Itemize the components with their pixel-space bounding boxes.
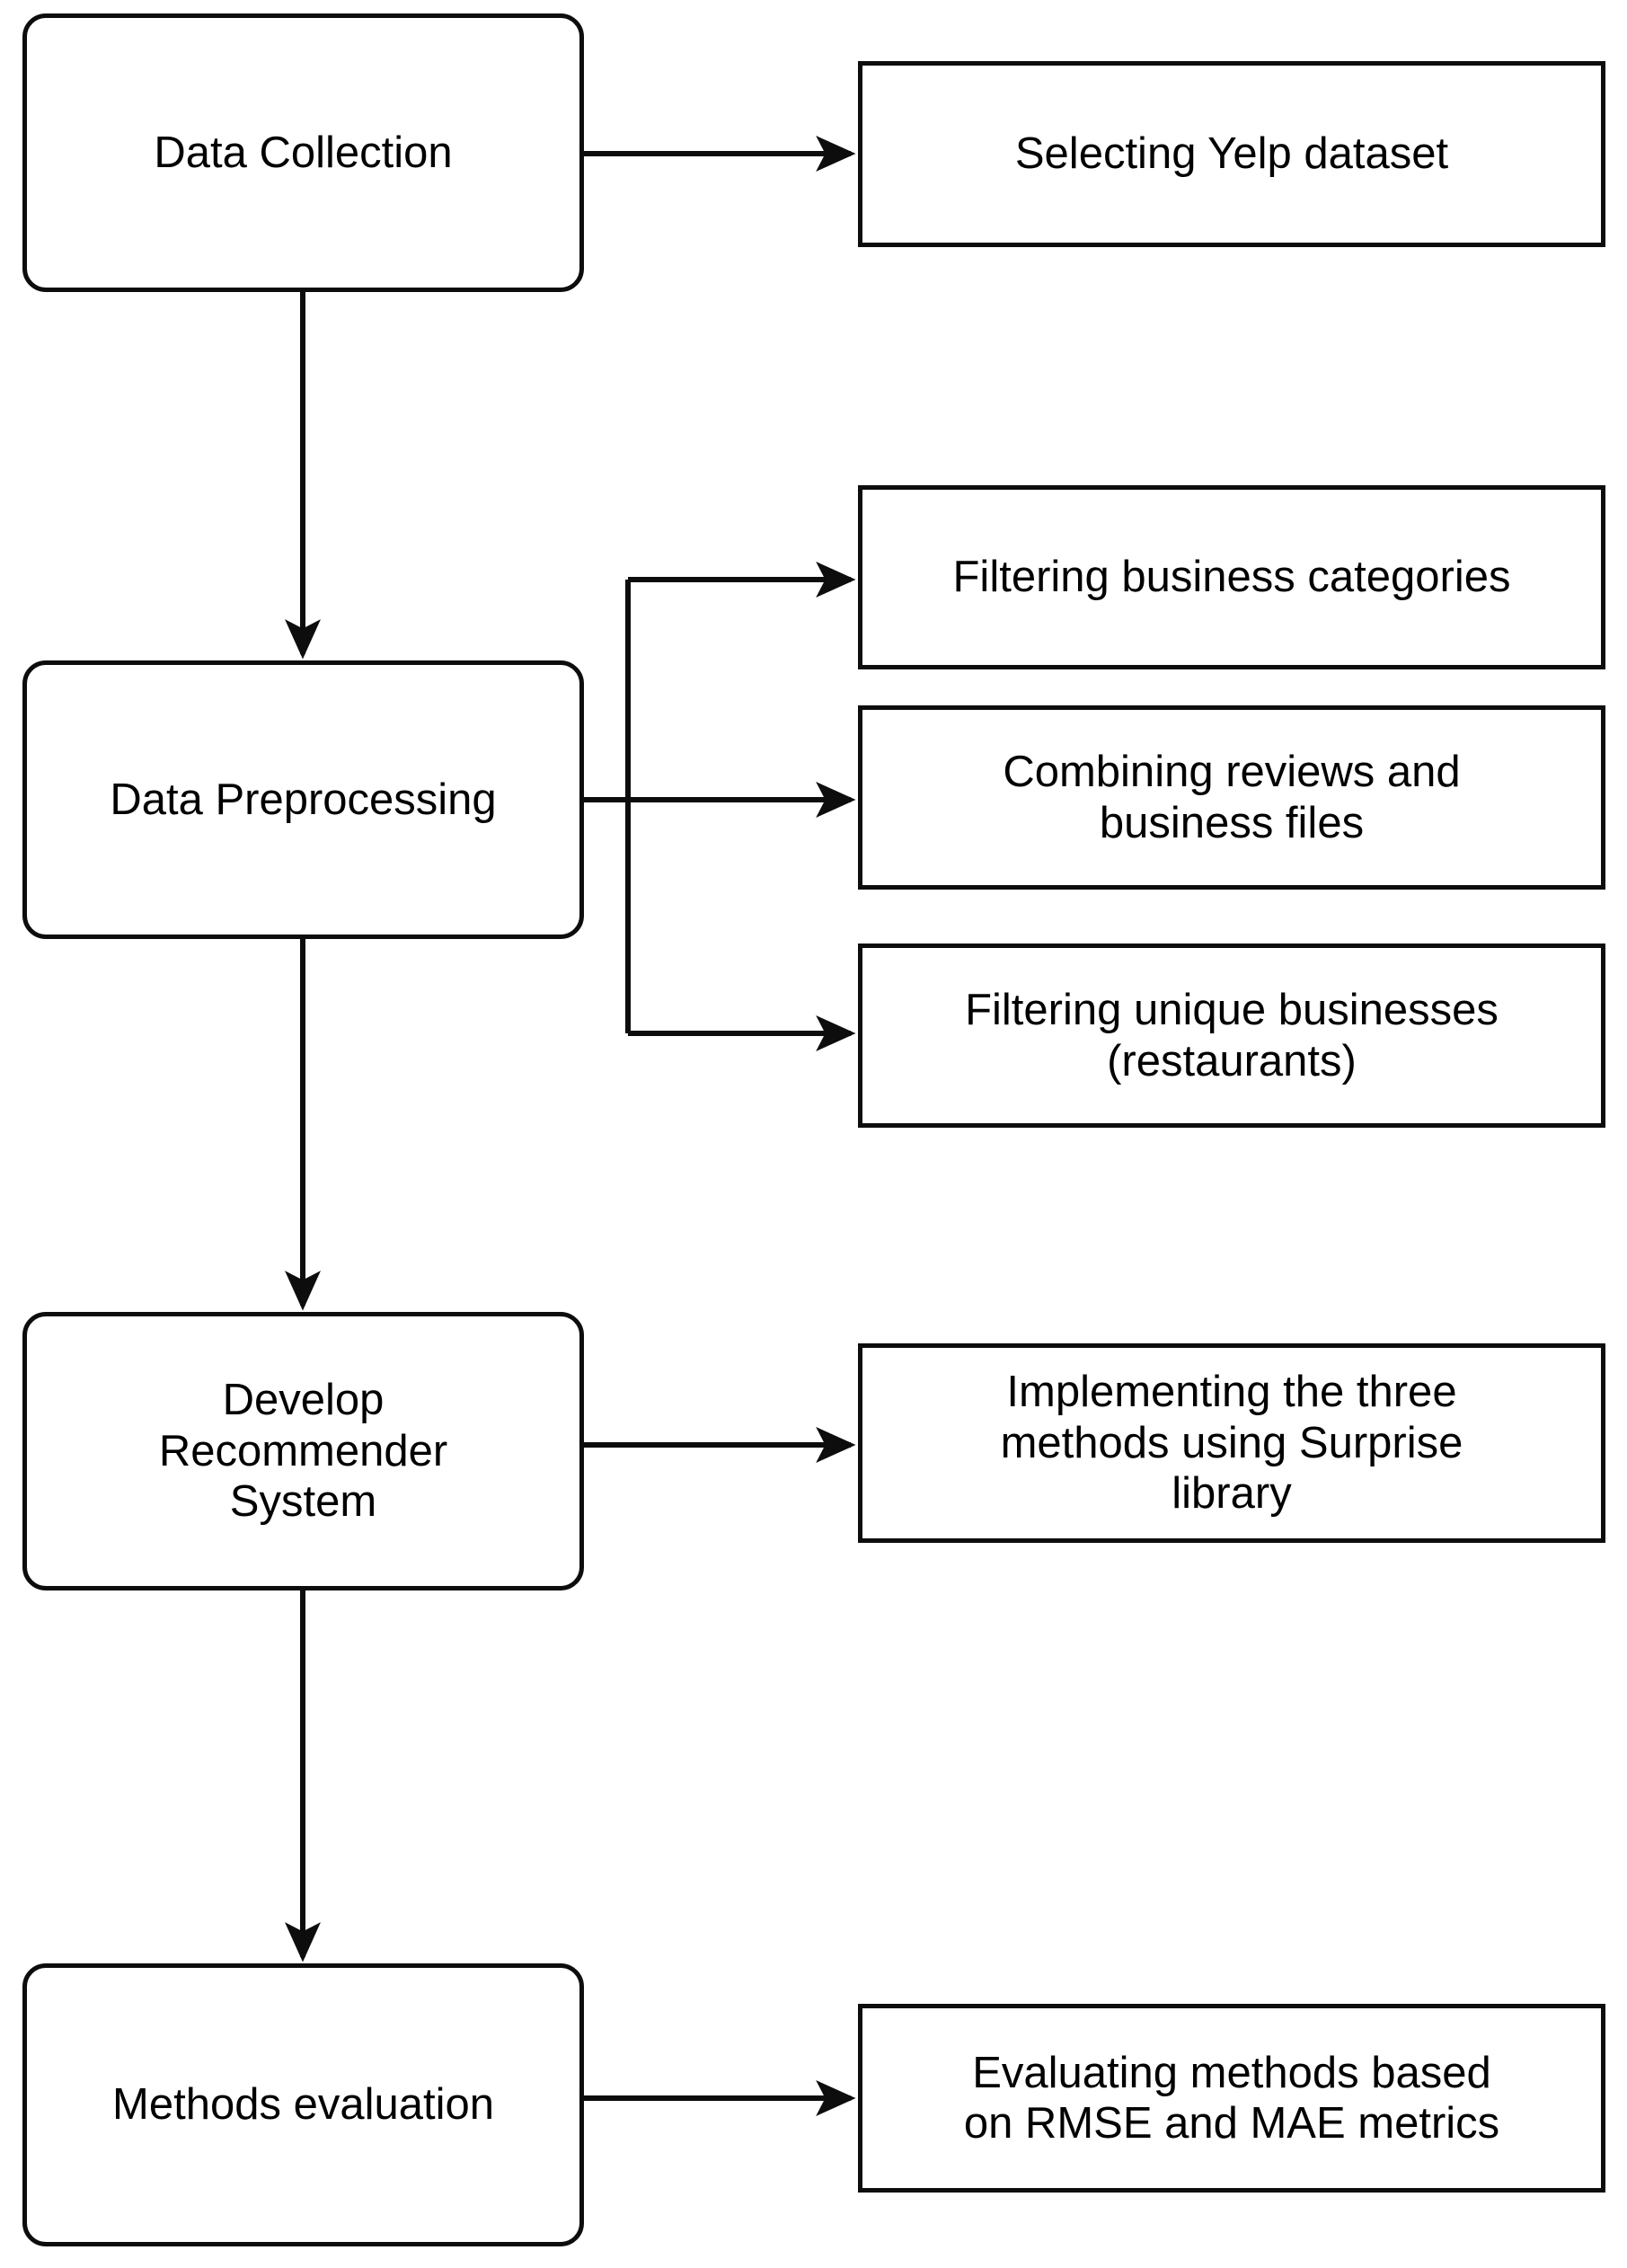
node-data-collection[interactable]: Data Collection bbox=[22, 13, 584, 292]
node-combining-reviews-and-business-files-label: Combining reviews and business files bbox=[1003, 748, 1461, 847]
node-selecting-yelp-dataset-label: Selecting Yelp dataset bbox=[1014, 129, 1449, 179]
node-evaluating-methods-metrics[interactable]: Evaluating methods based on RMSE and MAE… bbox=[858, 2004, 1605, 2193]
node-methods-evaluation-label: Methods evaluation bbox=[112, 2080, 494, 2130]
node-filtering-business-categories-label: Filtering business categories bbox=[952, 553, 1511, 602]
node-data-preprocessing-label: Data Preprocessing bbox=[110, 775, 497, 824]
node-data-preprocessing[interactable]: Data Preprocessing bbox=[22, 660, 584, 939]
node-implementing-three-methods[interactable]: Implementing the three methods using Sur… bbox=[858, 1343, 1605, 1543]
node-combining-reviews-and-business-files[interactable]: Combining reviews and business files bbox=[858, 705, 1605, 890]
node-evaluating-methods-metrics-label: Evaluating methods based on RMSE and MAE… bbox=[963, 2048, 1500, 2148]
node-implementing-three-methods-label: Implementing the three methods using Sur… bbox=[1000, 1368, 1463, 1519]
node-filtering-unique-businesses-label: Filtering unique businesses (restaurants… bbox=[965, 986, 1499, 1085]
node-develop-recommender-system[interactable]: Develop Recommender System bbox=[22, 1312, 584, 1590]
node-selecting-yelp-dataset[interactable]: Selecting Yelp dataset bbox=[858, 61, 1605, 247]
node-filtering-business-categories[interactable]: Filtering business categories bbox=[858, 485, 1605, 669]
node-methods-evaluation[interactable]: Methods evaluation bbox=[22, 1963, 584, 2246]
node-filtering-unique-businesses[interactable]: Filtering unique businesses (restaurants… bbox=[858, 944, 1605, 1128]
node-develop-recommender-system-label: Develop Recommender System bbox=[158, 1376, 448, 1527]
node-data-collection-label: Data Collection bbox=[154, 128, 453, 177]
